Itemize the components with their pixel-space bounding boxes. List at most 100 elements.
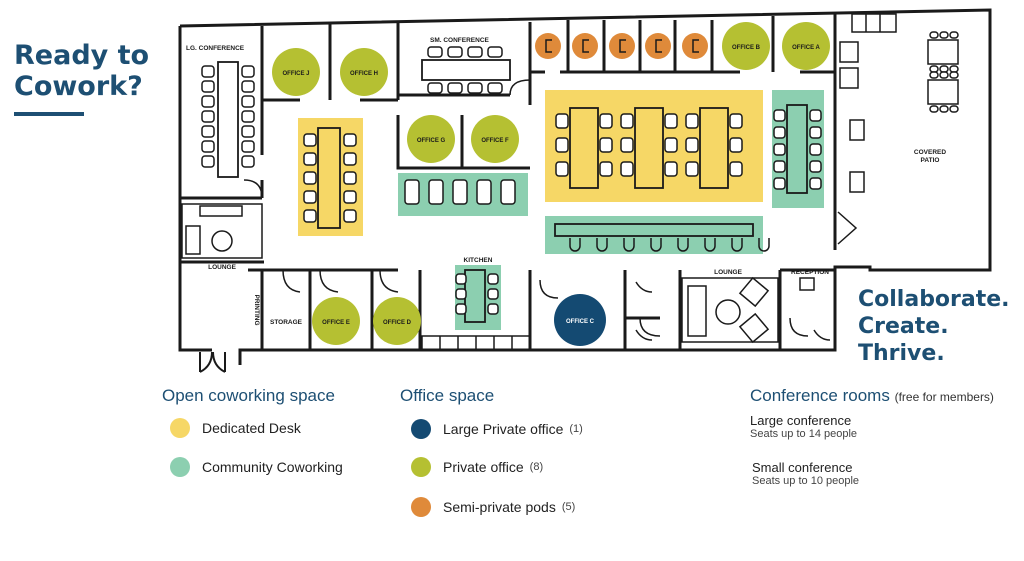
office-g-circle	[407, 115, 455, 163]
chair	[476, 179, 492, 205]
chair	[949, 71, 959, 79]
chair	[201, 140, 215, 153]
entry-doors	[199, 351, 226, 373]
legend-item-private: Private office (8)	[411, 457, 543, 477]
chair	[447, 82, 463, 94]
bar-stool	[650, 238, 662, 252]
office-e-label: OFFICE E	[322, 320, 350, 326]
legend-item-pods: Semi-private pods (5)	[411, 497, 575, 517]
pod-chair	[692, 39, 699, 53]
chair	[929, 71, 939, 79]
private-offices: OFFICE J OFFICE H OFFICE G OFFICE F OFFI…	[272, 22, 830, 346]
chair	[343, 171, 357, 185]
chair	[303, 171, 317, 185]
legend-community-label: Community Coworking	[202, 459, 343, 475]
office-h-label: OFFICE H	[350, 71, 378, 77]
room-labels: LG. CONFERENCE SM. CONFERENCE LOUNGE LOU…	[186, 37, 946, 326]
chair	[729, 137, 743, 153]
chair	[487, 46, 503, 58]
legend-large-private-count: (1)	[569, 423, 583, 435]
pod-circle	[535, 33, 561, 59]
office-c-label: OFFICE C	[566, 319, 595, 325]
chair	[201, 65, 215, 78]
chair	[427, 82, 443, 94]
chair	[455, 288, 467, 300]
chair	[428, 179, 444, 205]
office-h-circle	[340, 48, 388, 96]
wall-office-h	[360, 22, 400, 102]
office-d-circle	[373, 297, 421, 345]
dedicated-desks	[317, 107, 729, 229]
wall-office-j	[262, 24, 332, 102]
office-g-label: OFFICE G	[417, 138, 446, 144]
wall-g-f	[396, 115, 530, 170]
office-j-label: OFFICE J	[282, 71, 309, 77]
chair	[620, 161, 634, 177]
pod-chair	[655, 39, 662, 53]
office-b-circle	[722, 22, 770, 70]
chair	[201, 95, 215, 108]
printing-label: PRINTING	[253, 294, 260, 325]
chair	[939, 71, 949, 79]
chair	[599, 113, 613, 129]
headline-right-line2: Create.	[858, 314, 949, 339]
chair	[201, 110, 215, 123]
chair	[487, 273, 499, 285]
legend-item-community: Community Coworking	[170, 457, 343, 477]
wall-lower	[248, 268, 835, 350]
legend-conference-title-text: Conference rooms	[750, 386, 890, 405]
phone-booths	[635, 277, 831, 341]
chair	[447, 46, 463, 58]
legend-private-label: Private office	[443, 459, 524, 475]
chair	[929, 31, 939, 39]
bar-stool	[623, 238, 635, 252]
chair	[773, 109, 786, 122]
pod-chair	[545, 39, 552, 53]
chair	[949, 105, 959, 113]
legend-private-count: (8)	[529, 461, 544, 473]
sm-conference-label: SM. CONFERENCE	[430, 37, 490, 44]
chair	[241, 125, 255, 138]
chair	[455, 273, 467, 285]
chair	[303, 190, 317, 204]
headline-right: Collaborate. Create. Thrive.	[858, 286, 1010, 367]
chair	[773, 126, 786, 139]
lounge-right-label: LOUNGE	[714, 269, 742, 276]
office-j-circle	[272, 48, 320, 96]
chair	[241, 155, 255, 168]
chair	[343, 209, 357, 223]
legend-conference-note: (free for members)	[894, 390, 994, 404]
legend-office-title: Office space	[400, 386, 495, 405]
chair	[343, 190, 357, 204]
bar-stool	[677, 238, 689, 252]
chair	[809, 177, 822, 190]
chair	[555, 161, 569, 177]
wall-sm-conf	[398, 22, 532, 105]
chair	[452, 179, 468, 205]
dedicated-swatch	[170, 418, 190, 438]
headline-left-line2: Cowork?	[14, 71, 143, 102]
chair	[404, 179, 420, 205]
pod-circle	[645, 33, 671, 59]
office-d-label: OFFICE D	[383, 320, 412, 326]
lg-conference-table	[217, 61, 239, 178]
chair	[487, 303, 499, 315]
chairs	[201, 31, 959, 315]
community-swatch	[170, 457, 190, 477]
chair	[929, 105, 939, 113]
legend-pods-count: (5)	[561, 501, 576, 513]
legend-open-title: Open coworking space	[162, 386, 335, 405]
chair	[241, 80, 255, 93]
legend-large-private-label: Large Private office	[443, 421, 564, 437]
pod-circle	[609, 33, 635, 59]
chair	[599, 161, 613, 177]
chair	[664, 137, 678, 153]
chair	[809, 143, 822, 156]
chair	[939, 65, 949, 73]
office-c-circle	[554, 294, 606, 346]
lounge-left-furniture	[181, 203, 263, 259]
chair	[241, 65, 255, 78]
office-f-circle	[471, 115, 519, 163]
chair	[729, 113, 743, 129]
chair	[929, 65, 939, 73]
